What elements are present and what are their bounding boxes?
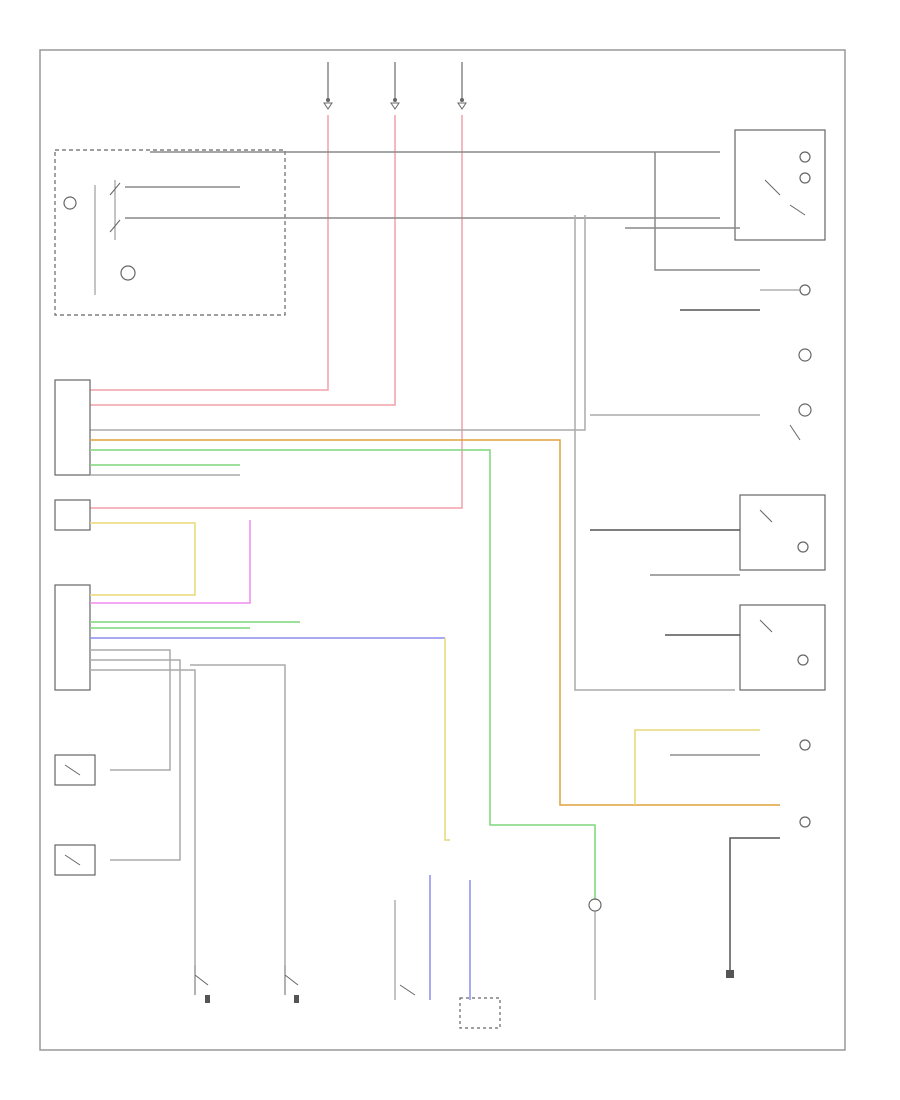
- red-feed-wires: [90, 115, 463, 509]
- wire-bottom-switch-1: [90, 669, 196, 965]
- bottom-center-module-left: [394, 875, 431, 1000]
- yellow-wire: [90, 522, 196, 596]
- right-switch-module-lower: [739, 604, 826, 691]
- wire-rear-door: [654, 152, 760, 271]
- wire-bottom-switch-2: [190, 664, 286, 965]
- wire-left-switch-2: [90, 659, 181, 861]
- bottom-center-module-right: [459, 880, 501, 1029]
- orange-wire: [90, 439, 780, 806]
- green-wire: [90, 449, 596, 900]
- right-door-switch: [54, 844, 96, 876]
- fuse-tap-left: [323, 62, 333, 110]
- diagram-frame: [39, 49, 846, 1051]
- left-door-switch: [54, 754, 96, 786]
- magenta-wire: [90, 520, 251, 604]
- bottom-right-ground: [726, 837, 780, 978]
- gray-vertical-pair-2: [90, 215, 586, 431]
- lamp-right-2: [798, 348, 812, 362]
- yellow-wire-2: [444, 638, 450, 841]
- central-junction-box: [54, 379, 91, 691]
- lamp-right-3: [789, 403, 812, 441]
- fuse-tap-middle: [390, 62, 400, 110]
- wire-left-switch-1: [90, 649, 171, 771]
- lamp-bottom-green: [588, 898, 602, 1000]
- front-door-unit: [54, 149, 286, 316]
- lamp-lower-right-2: [799, 816, 811, 828]
- bottom-switch-2: [284, 965, 299, 1003]
- right-switch-module-upper: [739, 494, 826, 571]
- fuse-tap-right: [457, 62, 467, 110]
- gray-vertical-pair: [574, 215, 735, 691]
- bottom-switch-1: [194, 965, 210, 1003]
- lamp-top-right: [760, 284, 811, 296]
- rear-door-unit: [734, 129, 826, 241]
- lamp-lower-right-1: [634, 729, 811, 805]
